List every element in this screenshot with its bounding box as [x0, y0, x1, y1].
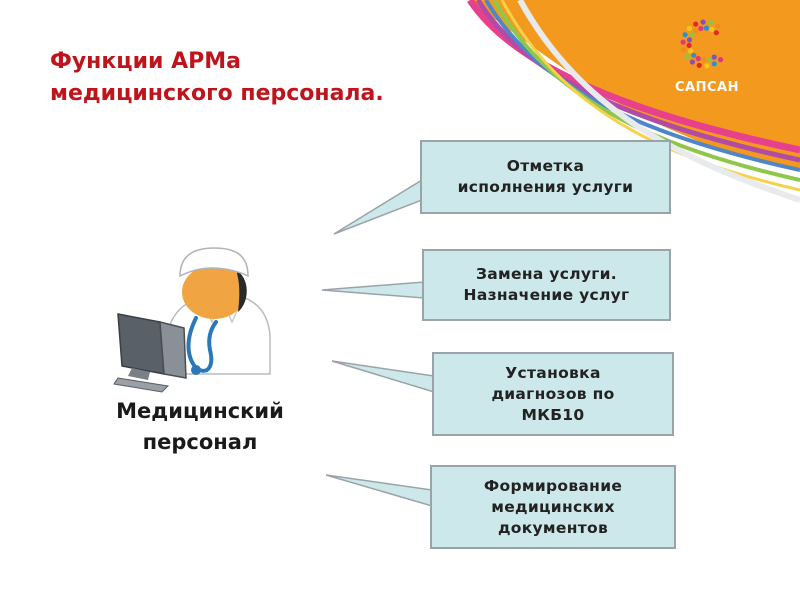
monitor-back — [159, 321, 187, 379]
callout-text: Установка диагнозов по МКБ10 — [491, 363, 614, 426]
role-label-line: персонал — [142, 430, 258, 454]
logo-dot — [709, 26, 715, 33]
function-callout: Установка диагнозов по МКБ10 — [432, 352, 674, 436]
callout-line: документов — [497, 518, 609, 537]
monitor-screen — [117, 313, 165, 375]
doctor-cap — [179, 247, 249, 278]
logo-dot — [695, 55, 701, 62]
logo-dot — [718, 57, 724, 63]
logo-text: САПСАН — [675, 80, 739, 95]
logo-dot — [686, 37, 693, 43]
logo-dot — [700, 19, 706, 25]
callout-text: Формирование медицинских документов — [484, 476, 622, 539]
logo-dot — [686, 42, 692, 49]
function-callout: Отметка исполнения услуги — [420, 140, 671, 214]
function-callout: Замена услуги. Назначение услуг — [422, 249, 671, 321]
ribbon-grey — [517, 0, 800, 203]
logo-dot — [689, 32, 695, 38]
callout-line: МКБ10 — [521, 405, 585, 424]
page-title: Функции АРМа медицинского персонала. — [50, 46, 384, 110]
monitor-base — [113, 377, 170, 393]
callout-text: Отметка исполнения услуги — [458, 156, 634, 198]
logo-dot — [681, 47, 687, 53]
callout-line: Установка — [505, 363, 601, 382]
function-callout: Формирование медицинских документов — [430, 465, 676, 549]
page-title-line: медицинского персонала. — [50, 81, 384, 106]
page-title-line: Функции АРМа — [50, 49, 241, 74]
logo-dot — [693, 21, 699, 27]
logo-dot — [715, 23, 721, 29]
logo-dot — [706, 56, 712, 63]
ribbon-blue — [484, 0, 800, 172]
doctor-face — [182, 265, 246, 319]
logo-dot — [711, 54, 717, 60]
logo-dot — [703, 25, 710, 31]
logo-dot — [687, 48, 694, 54]
role-label-line: Медицинский — [116, 399, 284, 423]
callout-line: Замена услуги. — [475, 265, 617, 283]
logo-dot — [680, 39, 686, 45]
ribbon-purple — [475, 0, 800, 163]
logo-dot — [698, 25, 704, 32]
logo-dot — [691, 52, 697, 58]
stethoscope-head — [191, 365, 201, 375]
ribbon-yellow — [500, 0, 800, 192]
logo-dot — [693, 28, 699, 34]
monitor-stand — [128, 368, 150, 380]
ribbon-green — [492, 0, 800, 182]
callout-text: Замена услуги. Назначение услуг — [464, 264, 630, 306]
logo-dot — [708, 20, 714, 26]
callout-line: исполнения услуги — [457, 178, 634, 196]
role-label: Медицинский персонал — [80, 396, 320, 458]
logo-dot — [686, 25, 693, 31]
logo-dot — [696, 62, 702, 68]
stethoscope — [186, 316, 218, 373]
logo-dot — [689, 59, 696, 65]
callout-line: медицинских — [491, 497, 615, 516]
logo-dot — [701, 57, 707, 63]
callout-line: Назначение услуг — [463, 286, 630, 304]
callout-line: Отметка — [506, 157, 585, 175]
callout-line: Формирование — [483, 476, 623, 495]
logo-dot — [682, 32, 688, 38]
doctor-hair — [236, 270, 247, 312]
logo-dot — [713, 30, 719, 36]
logo-dot — [711, 61, 717, 67]
logo-dot — [704, 63, 710, 69]
logo-dot — [684, 54, 690, 60]
callout-line: диагнозов по — [491, 384, 615, 403]
